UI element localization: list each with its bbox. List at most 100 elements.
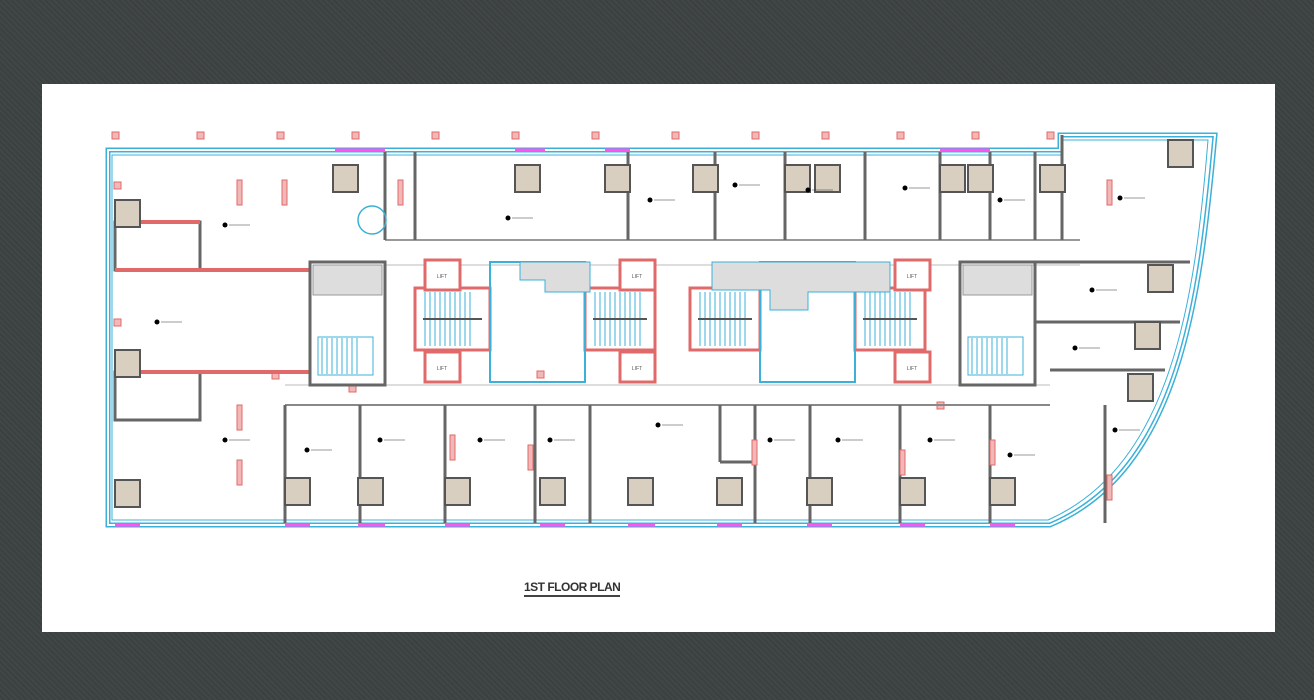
column — [971, 131, 980, 140]
column — [1046, 131, 1055, 140]
column — [276, 131, 285, 140]
window-fin — [449, 434, 456, 461]
lift-shaft — [423, 350, 462, 384]
window-fin — [989, 439, 996, 466]
toilet-block — [514, 164, 541, 193]
column — [896, 131, 905, 140]
window-fin — [899, 449, 906, 476]
room-tag-marker — [997, 197, 1003, 203]
room-tag-marker — [547, 437, 553, 443]
lift-label: LIFT — [907, 274, 917, 280]
room-tag-marker — [927, 437, 933, 443]
room-tag-marker — [1007, 452, 1013, 458]
lift-shaft — [423, 258, 462, 292]
window-fin — [236, 404, 243, 431]
staircase — [967, 336, 1024, 376]
toilet-block — [939, 164, 966, 193]
room-tag-marker — [304, 447, 310, 453]
utility-room — [113, 370, 202, 422]
toilet-block — [1134, 321, 1161, 350]
toilet-block — [814, 164, 841, 193]
window-fin — [236, 179, 243, 206]
shaft-hatch — [962, 264, 1033, 296]
outer-glazing-wall — [105, 132, 1218, 528]
room-tag-marker — [767, 437, 773, 443]
toilet-block — [806, 477, 833, 506]
toilet-block — [716, 477, 743, 506]
staircase — [317, 336, 374, 376]
lift-label: LIFT — [632, 366, 642, 372]
lift-shaft — [893, 350, 932, 384]
lift-label: LIFT — [437, 274, 447, 280]
room-tag-marker — [1117, 195, 1123, 201]
toilet-block — [332, 164, 359, 193]
window-fin — [397, 179, 404, 206]
room-tag-marker — [1072, 345, 1078, 351]
shaft-hatch — [711, 261, 891, 311]
toilet-block — [784, 164, 811, 193]
column — [821, 131, 830, 140]
toilet-block — [284, 477, 311, 506]
column — [591, 131, 600, 140]
toilet-block — [967, 164, 994, 193]
window-fin — [281, 179, 288, 206]
window-fin — [527, 444, 534, 471]
room-tag-marker — [377, 437, 383, 443]
room-tag-marker — [805, 187, 811, 193]
toilet-block — [357, 477, 384, 506]
toilet-block — [114, 349, 141, 378]
room-tag-marker — [732, 182, 738, 188]
window-fin — [236, 459, 243, 486]
room-tag-marker — [835, 437, 841, 443]
toilet-block — [1167, 139, 1194, 168]
lift-shaft — [893, 258, 932, 292]
room-tag-marker — [655, 422, 661, 428]
column — [111, 131, 120, 140]
toilet-block — [114, 479, 141, 508]
column — [431, 131, 440, 140]
service-core — [958, 260, 1037, 387]
room-tag-marker — [1112, 427, 1118, 433]
toilet-block — [1039, 164, 1066, 193]
column — [536, 370, 545, 379]
toilet-block — [114, 199, 141, 228]
lift-label: LIFT — [437, 366, 447, 372]
column — [351, 131, 360, 140]
room-tag-marker — [222, 222, 228, 228]
spiral-staircase — [357, 205, 387, 235]
inner-glazing-line — [111, 139, 1209, 521]
shaft-hatch — [312, 264, 383, 296]
room-tag-marker — [647, 197, 653, 203]
room-tag-marker — [477, 437, 483, 443]
room-tag-marker — [1089, 287, 1095, 293]
room-tag-marker — [505, 215, 511, 221]
toilet-block — [1147, 264, 1174, 293]
lift-label: LIFT — [632, 274, 642, 280]
toilet-block — [1127, 373, 1154, 402]
lift-shaft — [618, 258, 657, 292]
lift-label: LIFT — [907, 366, 917, 372]
toilet-block — [627, 477, 654, 506]
lift-shaft — [618, 350, 657, 384]
shaft-hatch — [519, 261, 591, 293]
toilet-block — [899, 477, 926, 506]
column — [751, 131, 760, 140]
window-fin — [1106, 179, 1113, 206]
column — [113, 181, 122, 190]
column — [511, 131, 520, 140]
column — [113, 318, 122, 327]
service-core — [308, 260, 387, 387]
toilet-block — [692, 164, 719, 193]
utility-room — [113, 220, 202, 272]
window-fin — [1106, 474, 1113, 501]
toilet-block — [604, 164, 631, 193]
room-tag-marker — [902, 185, 908, 191]
drawing-title: 1ST FLOOR PLAN — [524, 580, 621, 597]
toilet-block — [989, 477, 1016, 506]
column — [196, 131, 205, 140]
drawing-sheet — [42, 84, 1275, 632]
outer-glazing-inner — [107, 134, 1217, 526]
toilet-block — [539, 477, 566, 506]
toilet-block — [444, 477, 471, 506]
